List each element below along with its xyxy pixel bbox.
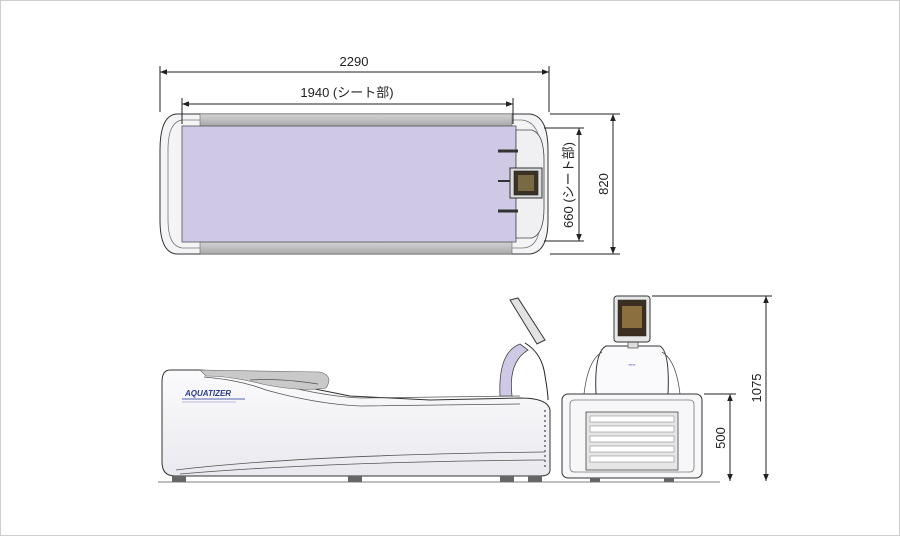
dim-overall-width: 820 [596,173,611,195]
height-dimensions: 500 1075 [652,295,772,481]
dim-overall-length: 2290 [340,54,369,69]
dim-seat-width: 660 (シート部) [561,142,576,228]
top-dimensions: 2290 1940 (シート部) 660 (シート部) 820 [159,54,620,255]
dim-overall-height: 1075 [749,374,764,403]
dim-base-height: 500 [713,427,728,449]
front-view: ▪▪▪▪▪ [561,295,703,482]
dim-seat-length: 1940 (シート部) [300,85,393,100]
svg-text:▪▪▪▪▪: ▪▪▪▪▪ [628,362,636,367]
brand-logo: AQUATIZER [184,389,231,398]
top-view [159,113,549,255]
side-view: AQUATIZER [158,297,720,483]
front-grille [585,411,679,471]
panel-side [509,297,546,345]
seat-area [181,125,517,243]
